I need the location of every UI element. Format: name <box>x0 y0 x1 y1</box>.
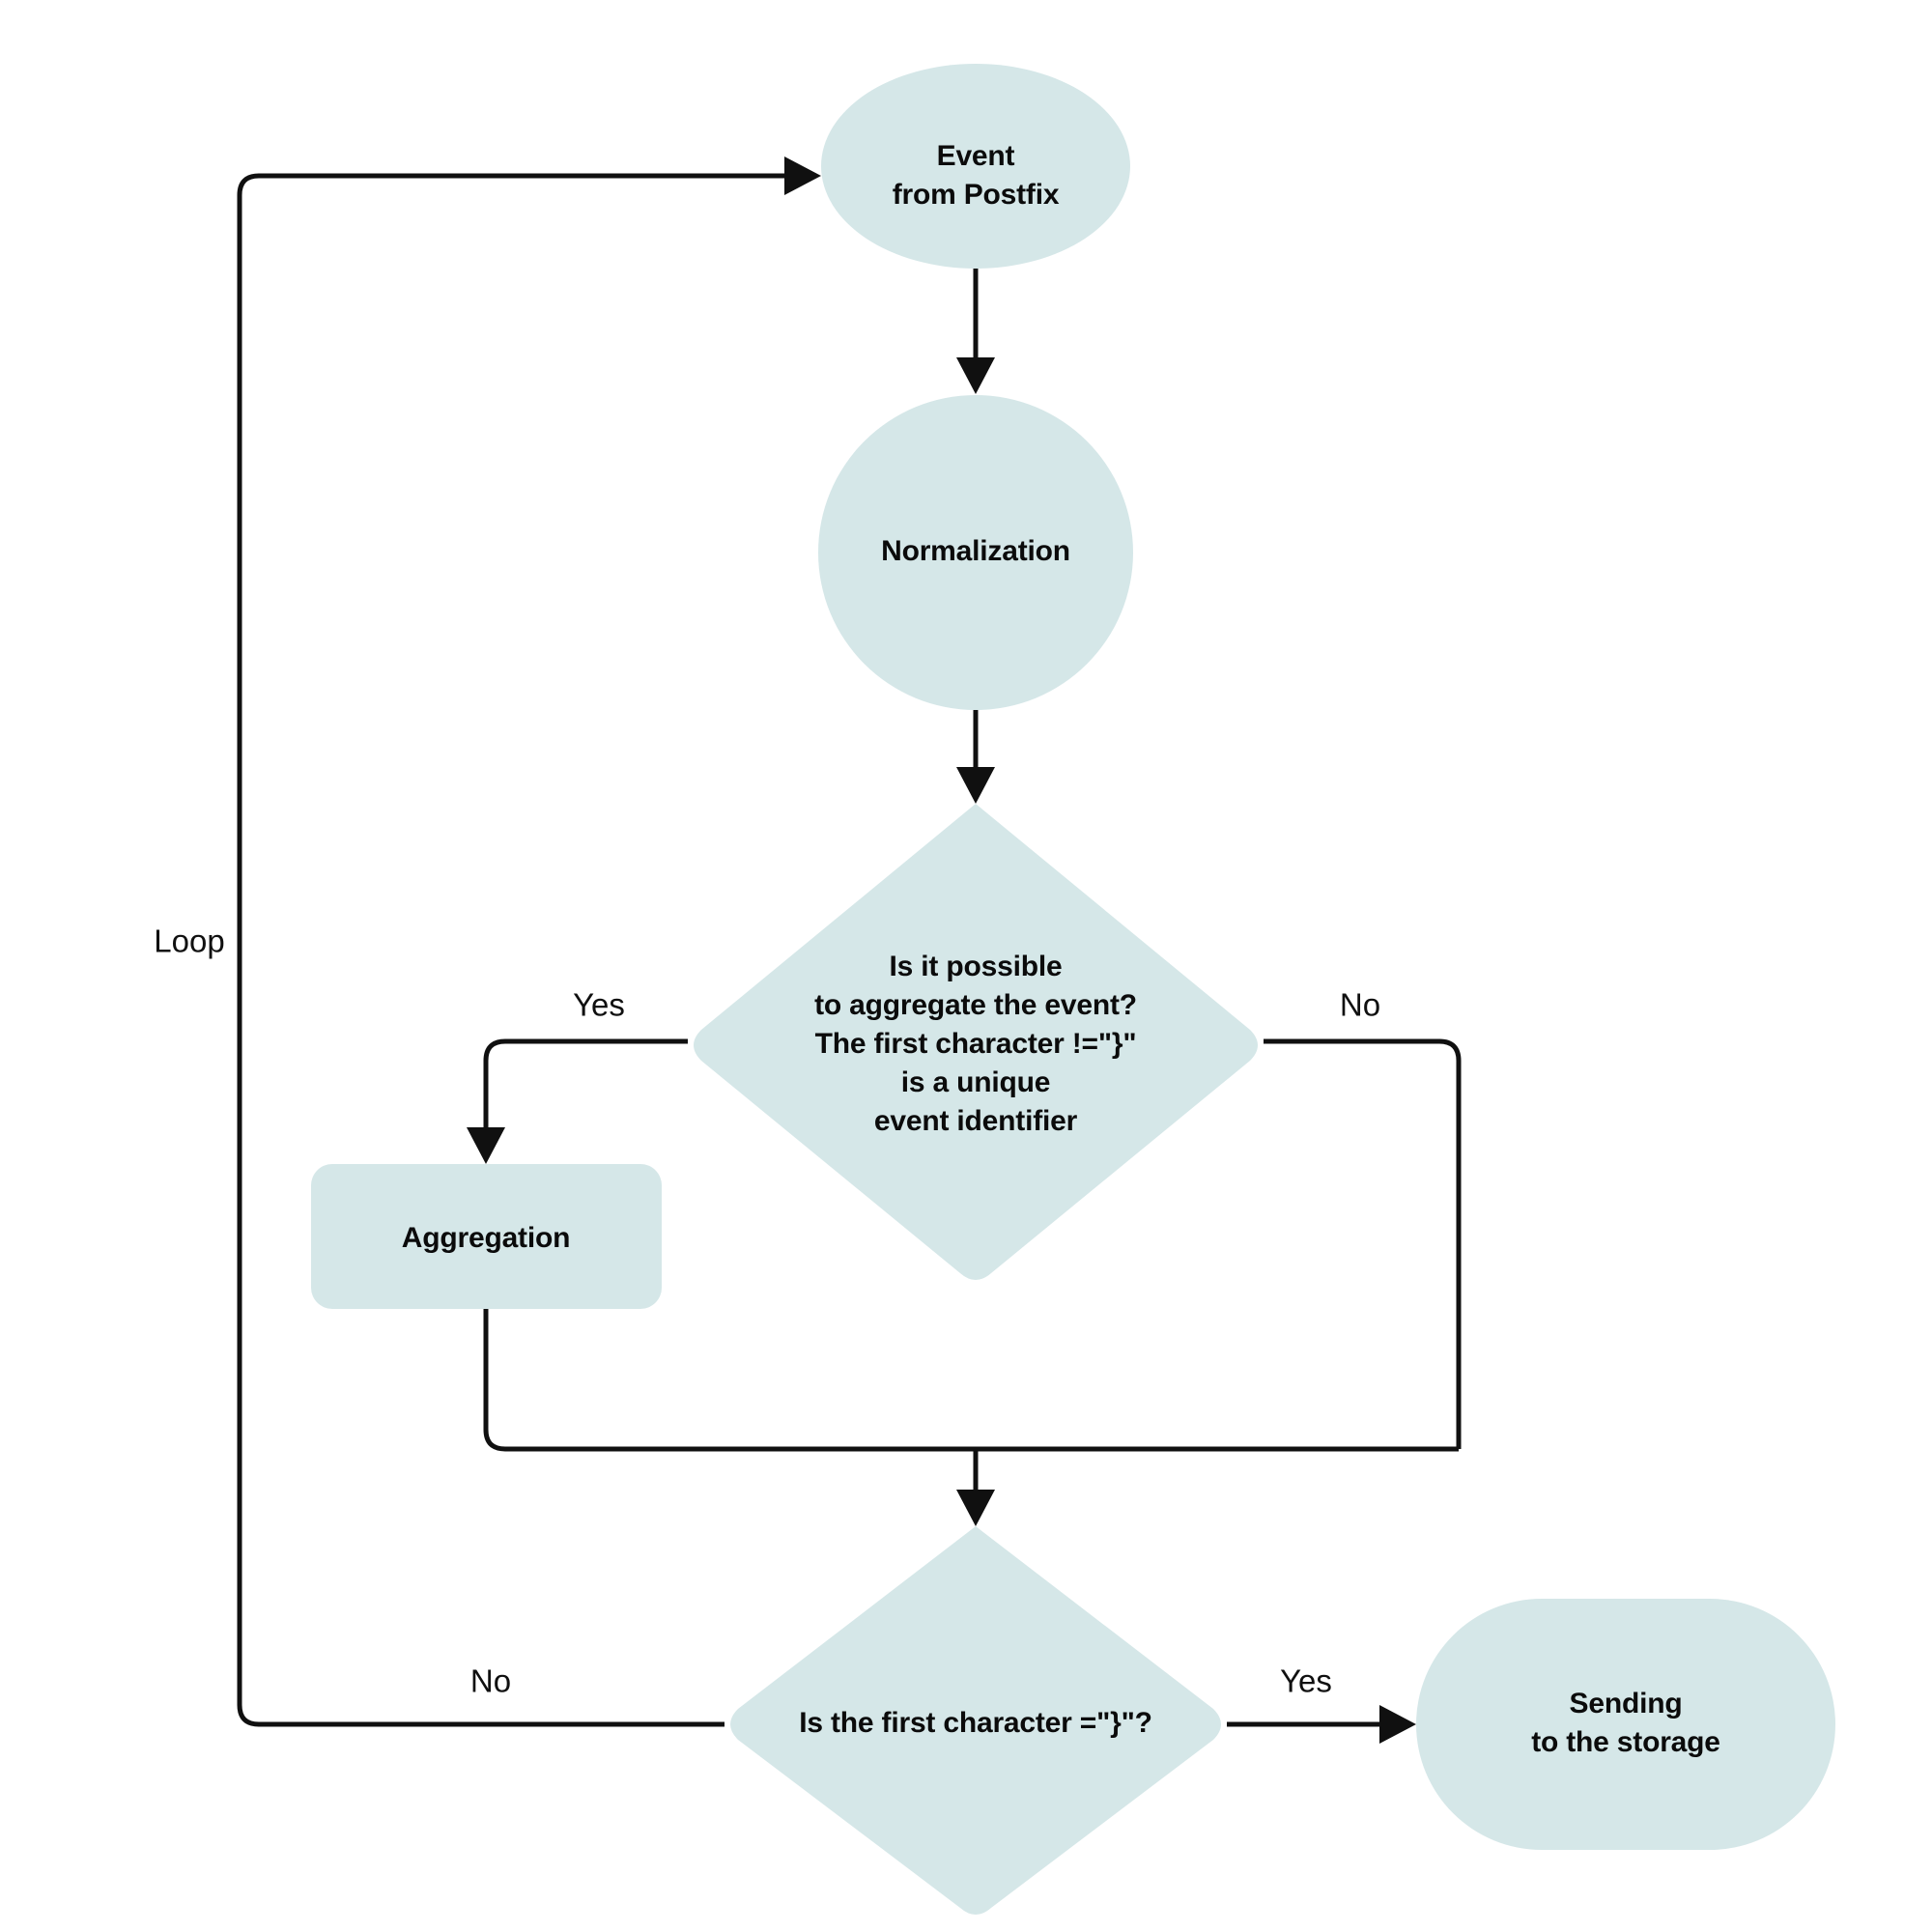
node-sending-to-storage-shape <box>1416 1599 1835 1850</box>
node-aggregate-decision[interactable]: Is it possible to aggregate the event? T… <box>694 804 1258 1280</box>
node-event-from-postfix-shape <box>821 64 1130 269</box>
node-aggregation[interactable]: Aggregation <box>311 1164 662 1309</box>
edge-loop-arrowhead <box>784 156 821 195</box>
edge-aggregate-no <box>1264 1038 1462 1449</box>
edge-aggregate-yes-arrowhead <box>467 1127 505 1164</box>
node-aggregation-label: Aggregation <box>402 1222 570 1254</box>
node-normalization-label: Normalization <box>881 535 1070 567</box>
edge-aggregate-no-line <box>1264 1038 1462 1449</box>
edge-first-char-no <box>237 1700 724 1727</box>
node-aggregate-decision-label-line1: Is it possible <box>890 951 1063 982</box>
edge-label-first-char-yes: Yes <box>1280 1663 1332 1699</box>
node-normalization-shape <box>818 395 1133 710</box>
edge-aggregate-yes <box>467 1038 688 1164</box>
edge-aggregation-to-merge-line <box>483 1309 1459 1452</box>
node-sending-to-storage-label-line2: to the storage <box>1531 1726 1720 1758</box>
edge-first-char-yes-arrowhead <box>1379 1705 1416 1744</box>
edge-label-loop: Loop <box>154 923 224 959</box>
node-normalization[interactable]: Normalization <box>818 395 1133 710</box>
edge-aggregation-to-merge <box>483 1309 1459 1452</box>
node-event-from-postfix[interactable]: Event from Postfix <box>821 64 1130 269</box>
edge-label-first-char-no: No <box>470 1663 511 1699</box>
node-sending-to-storage-label-line1: Sending <box>1570 1688 1683 1719</box>
node-first-char-decision-shape <box>730 1526 1221 1915</box>
node-first-char-decision[interactable]: Is the first character ="}"? <box>730 1526 1221 1915</box>
node-aggregate-decision-label-line2: to aggregate the event? <box>814 989 1137 1021</box>
node-first-char-decision-label: Is the first character ="}"? <box>799 1707 1152 1739</box>
node-aggregate-decision-shape <box>694 804 1258 1280</box>
node-aggregate-decision-label-line4: is a unique <box>901 1066 1051 1098</box>
edge-loop-line <box>237 173 790 1700</box>
edge-event-to-normalization <box>956 269 995 394</box>
edge-merge-to-first-char-decision-arrowhead <box>956 1490 995 1526</box>
edge-event-to-normalization-arrowhead <box>956 357 995 394</box>
edge-aggregate-yes-line <box>483 1038 688 1132</box>
node-event-from-postfix-label-line2: from Postfix <box>893 179 1060 211</box>
edge-first-char-no-line <box>237 1700 724 1727</box>
edge-label-aggregate-yes: Yes <box>573 987 625 1023</box>
edge-label-aggregate-no: No <box>1340 987 1380 1023</box>
node-aggregate-decision-label-line5: event identifier <box>874 1105 1078 1137</box>
node-sending-to-storage[interactable]: Sending to the storage <box>1416 1599 1835 1850</box>
edge-loop <box>237 156 821 1700</box>
edge-normalization-to-decision <box>956 710 995 804</box>
node-aggregate-decision-label-line3: The first character !="}" <box>815 1028 1137 1060</box>
edge-merge-to-first-char-decision <box>956 1449 995 1526</box>
node-aggregation-shape <box>311 1164 662 1309</box>
node-event-from-postfix-label-line1: Event <box>937 140 1015 172</box>
edge-normalization-to-decision-arrowhead <box>956 767 995 804</box>
edge-first-char-yes <box>1227 1705 1416 1744</box>
